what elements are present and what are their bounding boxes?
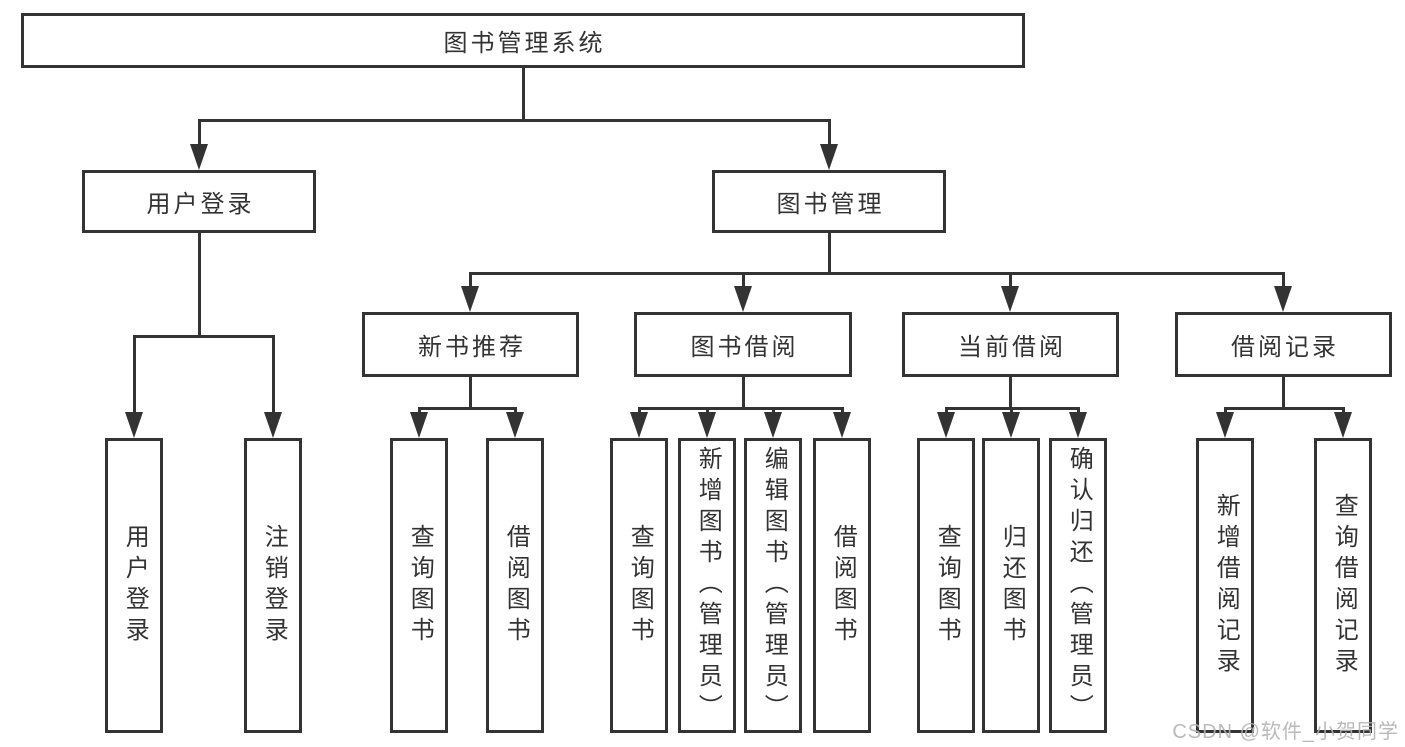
- connector-vline: [1076, 407, 1080, 414]
- leaf-label: 归还图书: [998, 523, 1026, 648]
- arrow-down-icon: [833, 412, 851, 438]
- arrow-down-icon: [1069, 412, 1087, 438]
- connector-vline: [521, 68, 525, 122]
- node-current-borrowing: 当前借阅: [902, 312, 1119, 377]
- connector-hline: [132, 335, 275, 338]
- node-user-login: 用户登录: [82, 170, 316, 233]
- node-borrowing-records: 借阅记录: [1175, 312, 1392, 377]
- leaf-current-query-books: 查询图书: [917, 438, 975, 733]
- leaf-borrowing-borrow-books: 借阅图书: [813, 438, 871, 733]
- connector-vline: [944, 407, 948, 414]
- leaf-label: 新增图书（管理员）: [694, 446, 722, 725]
- arrow-down-icon: [630, 412, 648, 438]
- leaf-label: 新增借阅记录: [1212, 492, 1240, 679]
- arrow-down-icon: [698, 412, 716, 438]
- arrow-down-icon: [1274, 286, 1292, 312]
- node-book-borrowing: 图书借阅: [634, 312, 852, 377]
- arrow-down-icon: [764, 412, 782, 438]
- connector-vline: [1008, 377, 1012, 410]
- leaf-recommend-query-books: 查询图书: [390, 438, 448, 733]
- leaf-logout: 注销登录: [244, 438, 302, 733]
- connector-vline: [1008, 272, 1012, 288]
- leaf-label: 查询图书: [933, 523, 961, 648]
- connector-vline: [1223, 407, 1227, 414]
- leaf-add-books-admin: 新增图书（管理员）: [678, 438, 736, 733]
- leaf-label: 查询图书: [626, 523, 654, 648]
- leaf-label: 借阅图书: [502, 523, 530, 648]
- leaf-user-login: 用户登录: [105, 438, 163, 733]
- leaf-label: 查询借阅记录: [1330, 492, 1358, 679]
- leaf-return-books: 归还图书: [982, 438, 1040, 733]
- connector-hline: [197, 119, 831, 122]
- connector-vline: [771, 407, 775, 414]
- connector-vline: [741, 377, 745, 410]
- connector-vline: [132, 335, 136, 414]
- leaf-add-borrow-record: 新增借阅记录: [1196, 438, 1254, 733]
- leaf-confirm-return-admin: 确认归还（管理员）: [1049, 438, 1107, 733]
- arrow-down-icon: [1216, 412, 1234, 438]
- connector-vline: [197, 119, 201, 146]
- arrow-down-icon: [410, 412, 428, 438]
- arrow-down-icon: [1334, 412, 1352, 438]
- connector-vline: [840, 407, 844, 414]
- leaf-label: 确认归还（管理员）: [1065, 446, 1093, 725]
- connector-vline: [513, 407, 517, 414]
- connector-vline: [1281, 272, 1285, 288]
- connector-hline: [468, 272, 1285, 275]
- connector-vline: [705, 407, 709, 414]
- leaf-label: 借阅图书: [829, 523, 857, 648]
- connector-hline: [417, 407, 517, 410]
- arrow-down-icon: [125, 412, 143, 438]
- connector-vline: [197, 233, 201, 338]
- node-library-management-system: 图书管理系统: [21, 13, 1025, 68]
- connector-vline: [1009, 407, 1013, 414]
- arrow-down-icon: [1001, 286, 1019, 312]
- node-book-management: 图书管理: [712, 170, 946, 233]
- arrow-down-icon: [937, 412, 955, 438]
- leaf-label: 查询图书: [406, 523, 434, 648]
- leaf-label: 编辑图书（管理员）: [760, 446, 788, 725]
- leaf-recommend-borrow-books: 借阅图书: [486, 438, 544, 733]
- connector-vline: [271, 335, 275, 414]
- arrow-down-icon: [461, 286, 479, 312]
- leaf-query-borrow-record: 查询借阅记录: [1314, 438, 1372, 733]
- connector-vline: [1281, 377, 1285, 410]
- connector-vline: [1341, 407, 1345, 414]
- connector-vline: [417, 407, 421, 414]
- connector-hline: [1223, 407, 1345, 410]
- leaf-label: 用户登录: [121, 523, 149, 648]
- connector-hline: [637, 407, 844, 410]
- arrow-down-icon: [734, 286, 752, 312]
- watermark: CSDN @软件_小贺同学: [1172, 721, 1399, 743]
- leaf-borrowing-query-books: 查询图书: [610, 438, 668, 733]
- arrow-down-icon: [506, 412, 524, 438]
- arrow-down-icon: [820, 144, 838, 170]
- connector-vline: [741, 272, 745, 288]
- leaf-edit-books-admin: 编辑图书（管理员）: [744, 438, 802, 733]
- connector-vline: [827, 119, 831, 146]
- node-new-book-recommendation: 新书推荐: [362, 312, 579, 377]
- connector-vline: [468, 272, 472, 288]
- leaf-label: 注销登录: [260, 523, 288, 648]
- arrow-down-icon: [190, 144, 208, 170]
- arrow-down-icon: [264, 412, 282, 438]
- connector-vline: [827, 233, 831, 275]
- arrow-down-icon: [1002, 412, 1020, 438]
- connector-vline: [468, 377, 472, 410]
- connector-vline: [637, 407, 641, 414]
